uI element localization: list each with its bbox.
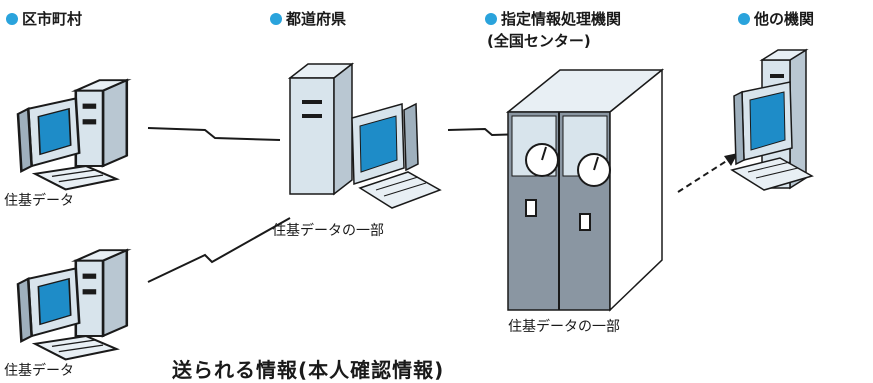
center-mainframe-icon (505, 68, 665, 312)
header-municipality-label: 区市町村 (22, 10, 83, 28)
header-designated-agency-label: 指定情報処理機関 (501, 10, 622, 28)
header-municipality: 区市町村 (6, 8, 82, 29)
bullet-dot-icon (270, 12, 282, 25)
header-prefecture: 都道府県 (270, 8, 346, 29)
caption-partial-data-prefecture: 住基データの一部 (272, 223, 384, 239)
bullet-dot-icon (738, 12, 750, 25)
municipality-computer-icon (16, 78, 129, 191)
header-designated-agency: 指定情報処理機関 (485, 8, 621, 29)
header-prefecture-label: 都道府県 (286, 10, 347, 28)
municipality-computer-2-icon (16, 248, 129, 361)
caption-resident-data-top: 住基データ (4, 193, 74, 209)
prefecture-server-icon (287, 62, 442, 209)
arrowhead-icon (724, 153, 738, 166)
link-center-other-dashed (677, 159, 729, 193)
caption-resident-data-bottom: 住基データ (4, 363, 74, 379)
header-designated-agency-sub: (全国センター) (487, 32, 591, 50)
link-municipality-prefecture (147, 127, 281, 141)
link-municipality2-prefecture (147, 217, 291, 283)
other-agency-computer-icon (730, 48, 814, 191)
caption-partial-data-center: 住基データの一部 (508, 319, 620, 335)
bullet-dot-icon (485, 12, 497, 25)
header-other-agency-label: 他の機関 (754, 10, 815, 28)
bullet-dot-icon (6, 12, 18, 25)
header-other-agency: 他の機関 (738, 8, 814, 29)
diagram-title: 送られる情報(本人確認情報) (172, 358, 445, 382)
